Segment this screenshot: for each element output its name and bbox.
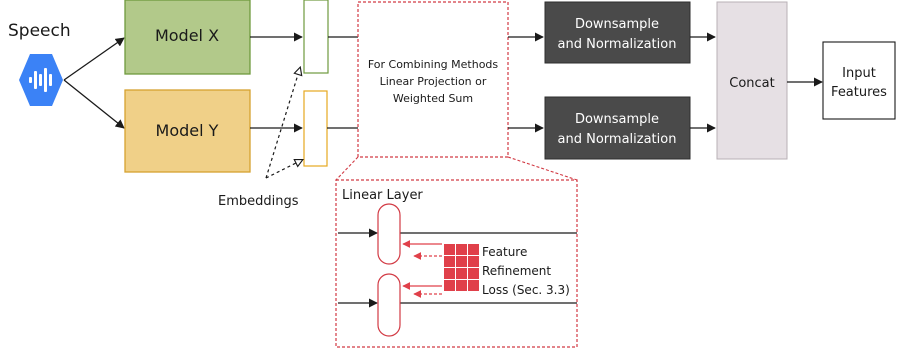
input-features-line2: Features bbox=[831, 85, 887, 100]
linear-unit-2 bbox=[377, 273, 401, 337]
downsample-bottom-line2: and Normalization bbox=[558, 132, 677, 147]
downsample-bottom-line1: Downsample bbox=[575, 112, 659, 127]
combine-label-line1: For Combining Methods bbox=[368, 58, 499, 71]
combine-label-line2: Linear Projection or bbox=[380, 75, 487, 88]
zoom-connector-right bbox=[507, 156, 578, 181]
combining-methods-box bbox=[357, 1, 509, 158]
downsample-top-box bbox=[544, 1, 691, 64]
linear-layer-title: Linear Layer bbox=[342, 188, 423, 203]
concat-box bbox=[716, 1, 788, 160]
speech-label: Speech bbox=[8, 21, 71, 41]
embedding-y-bar bbox=[303, 90, 328, 167]
embeddings-pointer-x bbox=[265, 68, 300, 179]
model-y-box bbox=[124, 89, 251, 173]
model-x-label: Model X bbox=[155, 26, 219, 45]
downsample-top-line2: and Normalization bbox=[558, 37, 677, 52]
speech-waveform-hexagon-icon bbox=[19, 54, 63, 106]
loss-label-line1: Feature bbox=[482, 245, 527, 259]
downsample-bottom-box bbox=[544, 96, 691, 160]
embeddings-pointer-y bbox=[265, 160, 302, 179]
input-features-box bbox=[822, 41, 896, 120]
embedding-x-bar bbox=[303, 0, 329, 74]
embeddings-label: Embeddings bbox=[218, 194, 299, 209]
arrow-speech-to-model-x bbox=[63, 37, 125, 81]
combine-label-line3: Weighted Sum bbox=[393, 92, 473, 105]
linear-unit-1 bbox=[377, 203, 401, 265]
loss-label-line3: Loss (Sec. 3.3) bbox=[482, 283, 570, 297]
model-y-label: Model Y bbox=[156, 121, 219, 140]
downsample-top-line1: Downsample bbox=[575, 17, 659, 32]
concat-label: Concat bbox=[729, 76, 774, 91]
zoom-connector-left bbox=[335, 156, 359, 181]
arrow-speech-to-model-y bbox=[63, 79, 125, 129]
feature-refinement-loss-grid-icon bbox=[444, 244, 479, 291]
loss-label-line2: Refinement bbox=[482, 264, 551, 278]
input-features-line1: Input bbox=[842, 66, 876, 81]
